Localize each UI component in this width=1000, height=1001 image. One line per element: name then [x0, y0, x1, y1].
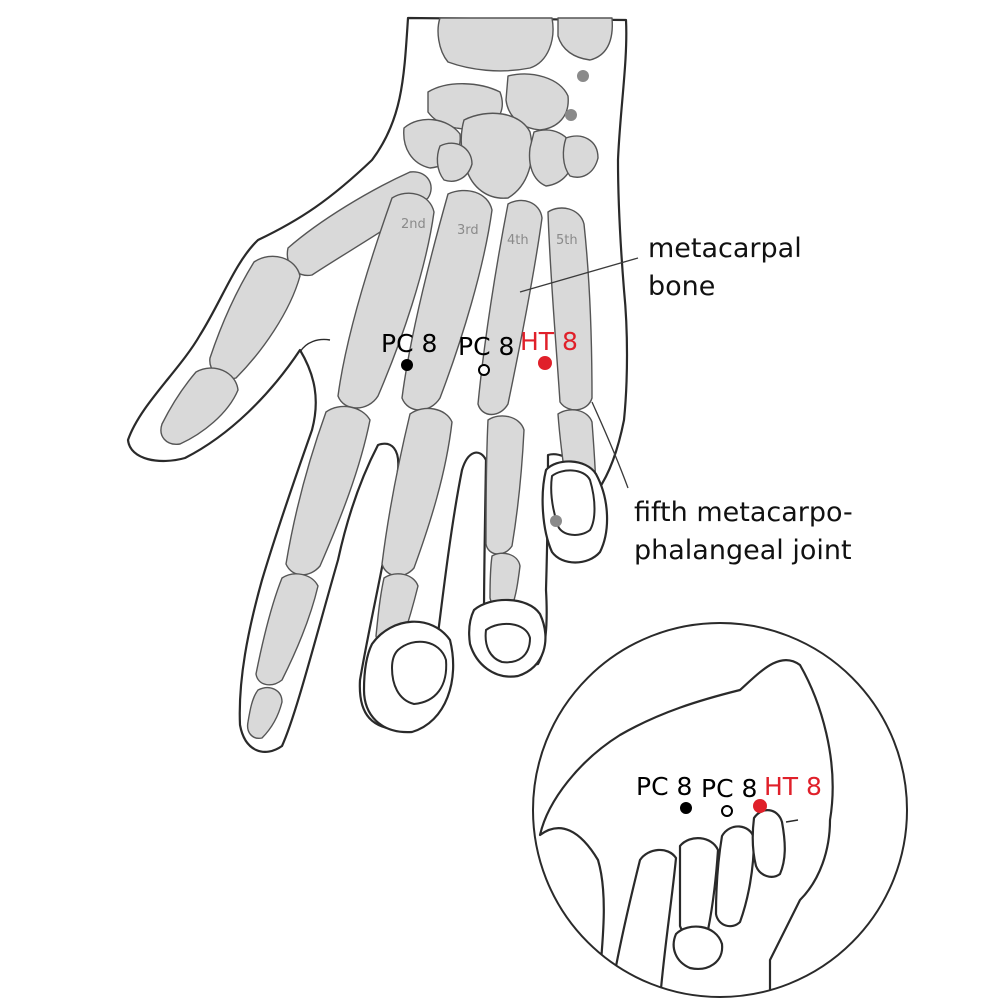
label-metacarpal-line1: metacarpal	[648, 233, 802, 264]
metacarpal-2nd	[337, 192, 435, 409]
phalanx-2-distal	[246, 686, 283, 739]
point-pc8	[401, 359, 413, 371]
inset-fingertip-curl	[672, 925, 724, 970]
landmark-dot-ulna	[577, 70, 589, 82]
inset-palm-outline	[538, 659, 834, 997]
carpal-6	[562, 135, 599, 178]
inset-point-ht8	[753, 799, 767, 813]
bone-label-3rd: 3rd	[457, 223, 479, 238]
main-hand: 2nd 3rd 4th 5th PC 8 PC 8 HT 8 metacarpa…	[126, 16, 853, 753]
inset-label-pc8-alt: PC 8	[701, 774, 757, 803]
inset-label-pc8: PC 8	[636, 772, 692, 801]
carpal-5	[528, 129, 575, 187]
phalanx-3-proximal	[381, 407, 453, 577]
ulna-bone	[557, 17, 613, 61]
thumb-proximal-phalanx	[209, 255, 301, 380]
landmark-dot-carpal	[565, 109, 577, 121]
inset-finger-3	[714, 825, 756, 928]
leader-joint	[591, 401, 629, 489]
leader-metacarpal	[519, 257, 639, 293]
label-ht8: HT 8	[520, 327, 578, 356]
bone-label-4th: 4th	[507, 233, 529, 248]
inset-label-ht8: HT 8	[764, 772, 822, 801]
label-joint-line2: phalangeal joint	[634, 535, 852, 566]
label-pc8: PC 8	[381, 329, 437, 358]
inset-finger-1	[608, 848, 678, 997]
inset-crease	[785, 819, 799, 823]
palm-crease	[299, 338, 331, 353]
carpal-7	[436, 142, 473, 182]
finger-5-nail	[550, 469, 596, 536]
metacarpal-4th	[477, 199, 543, 416]
thumb-distal-phalanx	[160, 367, 239, 445]
inset-finger-4	[751, 809, 786, 878]
phalanx-2-proximal	[285, 405, 371, 576]
bone-label-2nd: 2nd	[401, 217, 426, 232]
inset-circle-border	[532, 622, 908, 998]
inset-point-pc8-alt	[721, 805, 733, 817]
bone-label-5th: 5th	[556, 233, 578, 248]
point-pc8-alt	[478, 364, 490, 376]
inset-point-pc8	[680, 802, 692, 814]
label-pc8-alt: PC 8	[458, 332, 514, 361]
phalanx-4-proximal	[485, 415, 525, 555]
phalanx-2-middle	[255, 573, 319, 686]
finger-4-nail	[484, 622, 532, 664]
finger-3-nail	[390, 640, 448, 706]
label-joint-line1: fifth metacarpo-	[634, 497, 853, 528]
landmark-dot-mcp-joint	[550, 515, 562, 527]
radius-bone	[437, 17, 554, 72]
metacarpal-3rd	[401, 189, 493, 411]
point-ht8	[538, 356, 552, 370]
label-metacarpal-line2: bone	[648, 271, 715, 302]
inset-view: PC 8 PC 8 HT 8	[532, 622, 908, 998]
metacarpal-5th	[547, 207, 593, 411]
